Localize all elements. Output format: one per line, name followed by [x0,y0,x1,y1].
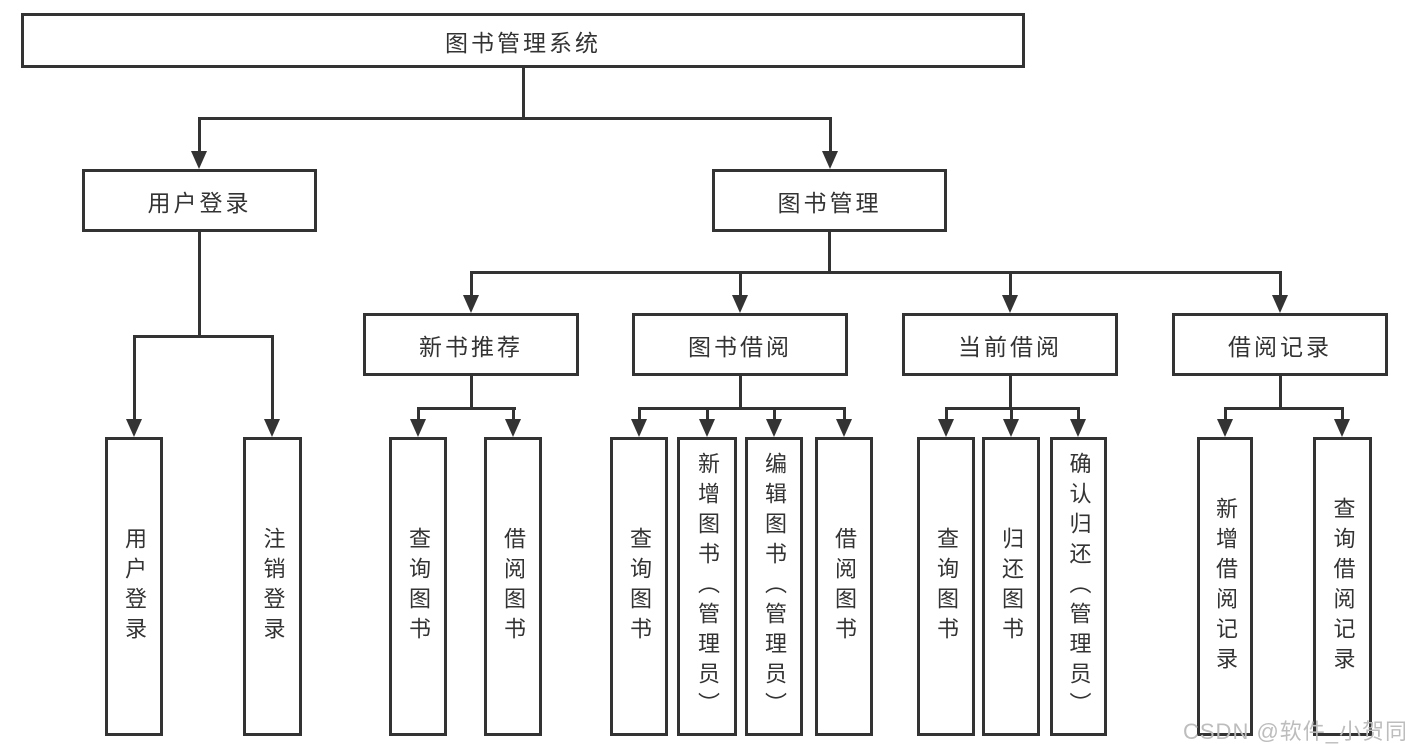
connector-leaf-line [773,407,776,421]
leaf-add-borrow-record: 新增借阅记录 [1197,437,1253,736]
arrow-down-icon [1002,295,1018,313]
connector-leaf-line [638,407,641,421]
connector-to-records-line [1279,271,1282,297]
connector-records-splitter [1224,407,1343,410]
leaf-user-login: 用户登录 [105,437,163,736]
node-label: 归还图书 [999,526,1024,647]
node-label: 新增图书（管理员） [695,451,720,722]
arrow-down-icon [1070,419,1086,437]
connector-login-leaf1-line [133,335,136,421]
node-label: 新书推荐 [419,333,523,360]
connector-login-stub [198,232,201,338]
connector-current-stub [1009,376,1012,410]
node-root-library-system: 图书管理系统 [21,13,1025,68]
node-label: 当前借阅 [958,333,1062,360]
connector-to-user-login-line [198,117,201,153]
connector-leaf-line [1010,407,1013,421]
connector-to-recommend-line [470,271,473,297]
arrow-down-icon [410,419,426,437]
connector-recommend-splitter [417,407,516,410]
connector-leaf-line [945,407,948,421]
node-label: 用户登录 [147,189,252,216]
connector-borrow-splitter [638,407,846,410]
arrow-down-icon [264,419,280,437]
node-label: 图书借阅 [688,333,792,360]
leaf-recommend-borrow-books: 借阅图书 [484,437,542,736]
arrow-down-icon [505,419,521,437]
arrow-down-icon [126,419,142,437]
connector-mgmt-stub [828,232,831,274]
arrow-down-icon [631,419,647,437]
node-label: 注销登录 [260,526,286,647]
connector-to-current-line [1009,271,1012,297]
arrow-down-icon [732,295,748,313]
arrow-down-icon [1334,419,1350,437]
connector-leaf-line [706,407,709,421]
arrow-down-icon [191,151,207,169]
leaf-borrow-search-books: 查询图书 [610,437,668,736]
leaf-recommend-search-books: 查询图书 [389,437,447,736]
connector-recommend-stub [470,376,473,410]
node-label: 查询图书 [934,526,959,647]
csdn-watermark: CSDN @软件_小贺同学 [1183,719,1405,744]
leaf-edit-books-admin: 编辑图书（管理员） [745,437,803,736]
node-current-borrowing: 当前借阅 [902,313,1118,376]
node-label: 图书管理 [777,189,882,216]
node-borrowing-records: 借阅记录 [1172,313,1388,376]
node-label: 查询图书 [627,526,652,647]
node-label: 查询借阅记录 [1330,496,1356,677]
node-new-book-recommend: 新书推荐 [363,313,579,376]
leaf-borrow-books: 借阅图书 [815,437,873,736]
arrow-down-icon [938,419,954,437]
connector-level2-splitter [198,117,831,120]
connector-to-borrow-line [739,271,742,297]
connector-root-stub [522,68,525,119]
leaf-search-borrow-record: 查询借阅记录 [1313,437,1372,736]
leaf-return-books: 归还图书 [982,437,1040,736]
node-label: 编辑图书（管理员） [762,451,787,722]
leaf-current-search-books: 查询图书 [917,437,975,736]
node-book-borrowing: 图书借阅 [632,313,848,376]
connector-records-stub [1279,376,1282,410]
connector-leaf-line [417,407,420,421]
node-label: 图书管理系统 [445,29,601,56]
arrow-down-icon [463,295,479,313]
node-label: 新增借阅记录 [1213,496,1238,677]
arrow-down-icon [1003,419,1019,437]
leaf-add-books-admin: 新增图书（管理员） [677,437,737,736]
leaf-logout: 注销登录 [243,437,302,736]
leaf-confirm-return-admin: 确认归还（管理员） [1050,437,1107,736]
connector-to-book-mgmt-line [829,117,832,153]
arrow-down-icon [1272,295,1288,313]
node-book-management: 图书管理 [712,169,947,232]
node-user-login: 用户登录 [82,169,317,232]
arrow-down-icon [1217,419,1233,437]
connector-leaf-line [512,407,515,421]
node-label: 用户登录 [122,526,147,647]
connector-login-leaf2-line [271,335,274,421]
connector-leaf-line [843,407,846,421]
node-label: 借阅图书 [832,526,857,647]
arrow-down-icon [699,419,715,437]
connector-leaf-line [1341,407,1344,421]
node-label: 查询图书 [406,526,431,647]
node-label: 确认归还（管理员） [1066,451,1092,722]
node-label: 借阅记录 [1228,333,1332,360]
arrow-down-icon [836,419,852,437]
node-label: 借阅图书 [501,526,526,647]
connector-level3-splitter [470,271,1281,274]
connector-borrow-stub [739,376,742,410]
arrow-down-icon [822,151,838,169]
arrow-down-icon [766,419,782,437]
connector-leaf-line [1224,407,1227,421]
connector-leaf-line [1077,407,1080,421]
connector-login-splitter [133,335,274,338]
